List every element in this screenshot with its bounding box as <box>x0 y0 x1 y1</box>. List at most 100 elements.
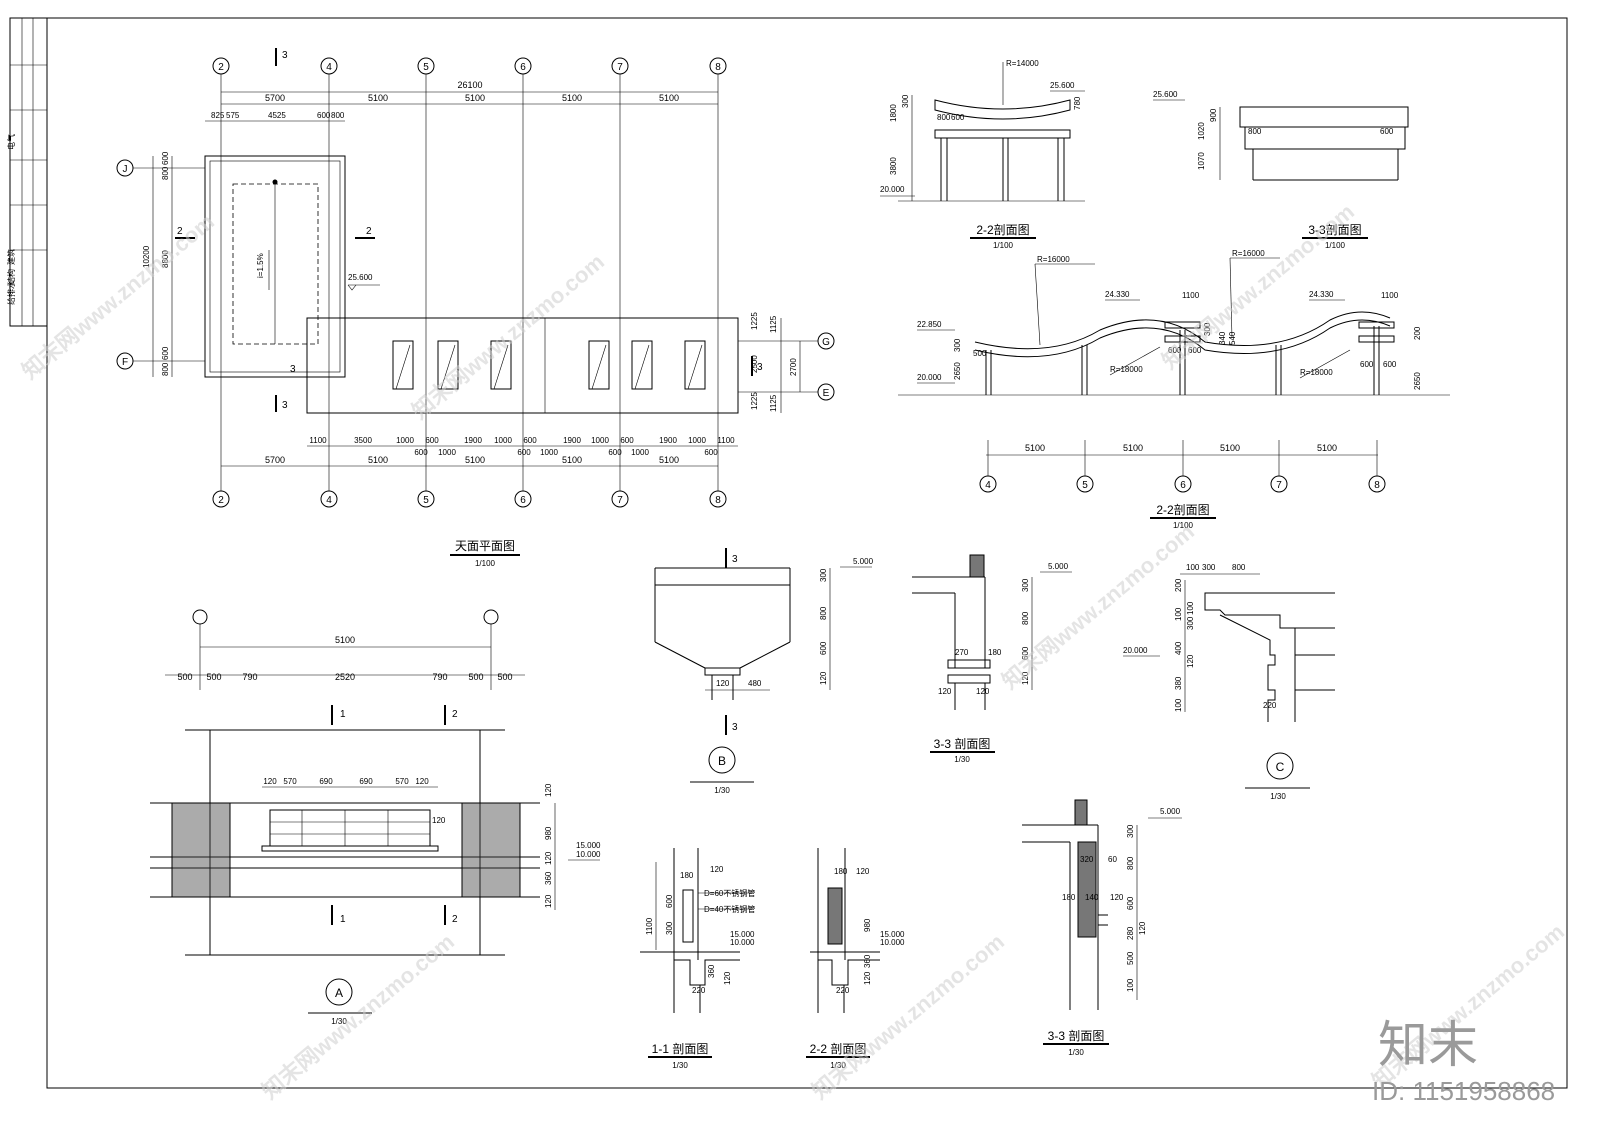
dim: 1100 <box>1182 291 1200 300</box>
dim-right: 1225 <box>750 312 759 330</box>
section-3-3-mid: 300 800 600 120 270 180 120 120 5.000 3-… <box>912 554 1072 764</box>
section-title: 3-3剖面图 <box>1308 223 1361 237</box>
dim: 600 <box>1021 646 1030 660</box>
dim-chain-value: 1000 <box>438 448 456 457</box>
section-scale: 1/30 <box>672 1061 688 1070</box>
section-mark: 2 <box>366 226 372 237</box>
section-mark: 2 <box>452 709 458 720</box>
dim-span: 5100 <box>465 455 485 465</box>
dim-span: 5700 <box>265 93 285 103</box>
plan-title: 天面平面图 <box>455 539 515 553</box>
section-title: 1-1 剖面图 <box>652 1042 709 1056</box>
dim: 480 <box>748 679 762 688</box>
section-title: 3-3 剖面图 <box>934 737 991 751</box>
dim-chain-value: 1100 <box>717 436 735 445</box>
section-scale: 1/30 <box>830 1061 846 1070</box>
dim: 100 <box>1186 563 1200 572</box>
section-mark: 3 <box>732 554 738 565</box>
section-3-3-top: 25.600 900 1020 1070 800 600 3-3剖面图 1/10… <box>1153 90 1409 250</box>
axis-label: 4 <box>985 480 991 491</box>
dim-chain-value: 500 <box>177 672 192 682</box>
section-2-2-bottom: 180 120 980 360 120 220 15.000 10.000 2-… <box>806 848 905 1070</box>
section-mark: 3 <box>757 362 763 373</box>
dim-span: 5100 <box>659 455 679 465</box>
dim: 360 <box>544 871 553 885</box>
dim: 800 <box>1248 127 1262 136</box>
dim-chain-value: 500 <box>206 672 221 682</box>
dim: 120 <box>863 971 872 985</box>
lower-roof-strip <box>306 317 739 414</box>
dim-chain-value: 2520 <box>335 672 355 682</box>
plan-scale: 1/100 <box>475 559 496 568</box>
axis-label: 6 <box>520 62 526 73</box>
axis-label: 7 <box>617 495 623 506</box>
dim-span: 5100 <box>659 93 679 103</box>
tb-field-4: 电气 <box>6 134 16 150</box>
dim-left: 8800 <box>161 250 170 268</box>
dim: 100 <box>1174 607 1183 621</box>
dim-chain-value: 790 <box>432 672 447 682</box>
dim: 600 <box>1380 127 1394 136</box>
dim-sub: 600 <box>317 111 331 120</box>
dim-chain-value: 570 <box>395 777 409 786</box>
dim: 600 <box>1188 346 1202 355</box>
dim-right: 1225 <box>750 392 759 410</box>
dim: 300 <box>819 568 828 582</box>
level-label: 22.850 <box>917 320 942 329</box>
dim: 220 <box>1263 701 1277 710</box>
level-label: 15.000 <box>730 930 755 939</box>
dim: 340 <box>1218 331 1227 345</box>
section-title: 2-2剖面图 <box>976 223 1029 237</box>
level-label: 10.000 <box>576 850 601 859</box>
detail-label: A <box>335 986 343 1000</box>
dim-chain-value: 600 <box>704 448 718 457</box>
section-scale: 1/100 <box>993 241 1014 250</box>
dim-span: 5100 <box>368 455 388 465</box>
dim: 100 <box>1174 698 1183 712</box>
detail-scale: 1/30 <box>714 786 730 795</box>
dim-chain-value: 1100 <box>309 436 327 445</box>
dim-right: 1125 <box>769 315 778 333</box>
section-1-1: 1100 180 120 600 300 360 120 220 D=60不锈钢… <box>640 848 755 1070</box>
dim: 180 <box>680 871 694 880</box>
level-label: 24.330 <box>1309 290 1334 299</box>
dim: 1100 <box>645 917 654 935</box>
level-label: 20.000 <box>1123 646 1148 655</box>
radius-label: R=16000 <box>1037 255 1070 264</box>
section-scale: 1/30 <box>1068 1048 1084 1057</box>
brand-logo: 知末 <box>1378 1017 1478 1073</box>
axis-label: 8 <box>715 495 721 506</box>
dim: 300 <box>1186 616 1195 630</box>
asset-id: ID: 1151958868 <box>1372 1076 1555 1106</box>
axis-label: 2 <box>218 62 224 73</box>
title-block: 建筑 结构 给排水 电气 <box>6 17 48 327</box>
axis-label: 6 <box>520 495 526 506</box>
dim: 220 <box>692 986 706 995</box>
dim: 120 <box>1021 671 1030 685</box>
dim-span: 5100 <box>1123 443 1143 453</box>
level-label: 24.330 <box>1105 290 1130 299</box>
dim: 270 <box>955 648 969 657</box>
dim-chain-value: 570 <box>283 777 297 786</box>
watermark-text: 知末网www.znzmo.com <box>407 249 609 424</box>
level-label: 5.000 <box>1048 562 1069 571</box>
dim-left: 600 <box>161 151 170 165</box>
axis-label: 4 <box>326 62 332 73</box>
dim: 500 <box>1126 951 1135 965</box>
section-title: 3-3 剖面图 <box>1048 1029 1105 1043</box>
dim: 1100 <box>1381 291 1399 300</box>
dim: 500 <box>973 349 987 358</box>
dim: 3800 <box>889 157 898 175</box>
level-label: 5.000 <box>1160 807 1181 816</box>
dim: 120 <box>819 671 828 685</box>
level-label: 25.600 <box>1050 81 1075 90</box>
dim: 120 <box>544 894 553 908</box>
sheet-border <box>46 17 1568 1089</box>
radius-label: R=18000 <box>1300 368 1333 377</box>
section-scale: 1/30 <box>954 755 970 764</box>
dim-chain-value: 600 <box>523 436 537 445</box>
section-2-2-top: R=14000 25.600 20.000 300 1800 3800 800 … <box>880 59 1085 250</box>
